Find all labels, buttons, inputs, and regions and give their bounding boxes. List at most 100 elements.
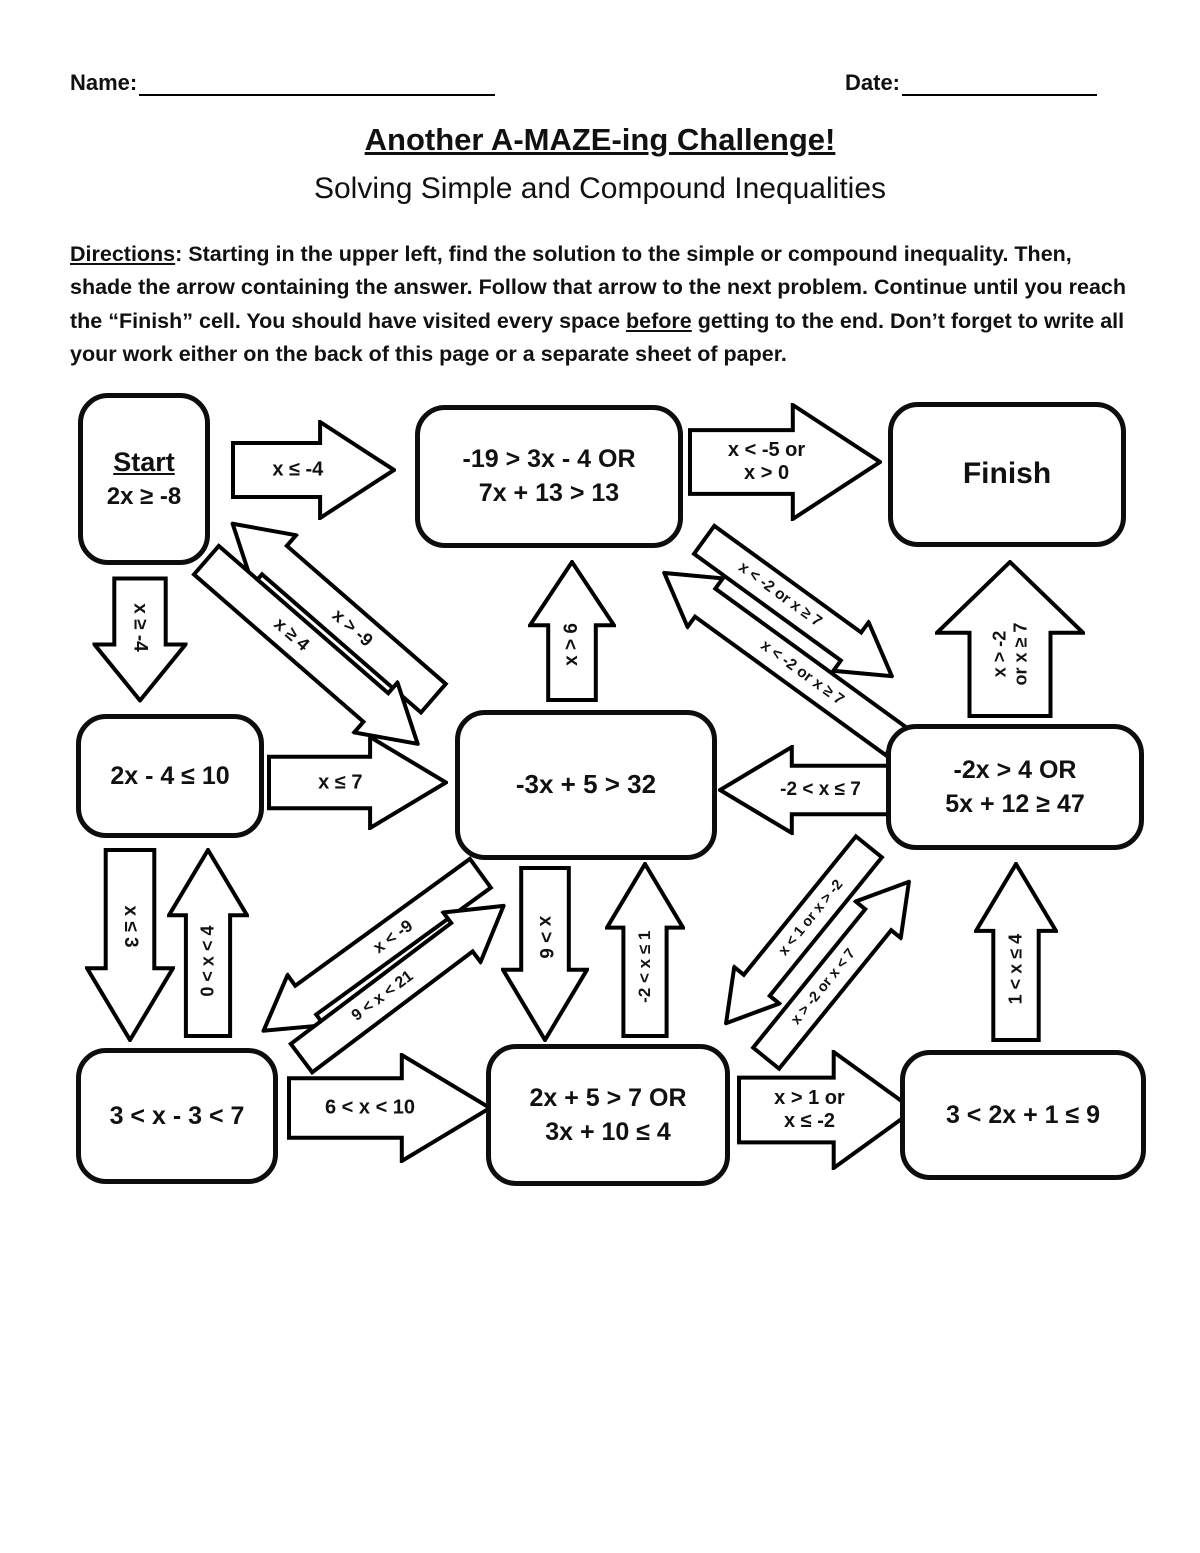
box-line: 3x + 10 ≤ 4 [545,1117,671,1146]
arrow-label: x ≤ 7 [318,771,363,793]
directions-text-2: getting to the end. Don’t forget to writ… [70,308,1125,366]
box-line: Start [113,447,175,478]
box-line: 5x + 12 ≥ 47 [945,789,1085,818]
page-subtitle: Solving Simple and Compound Inequalities [313,172,887,205]
maze-arrow-diagonal: x > -2 or x < 7 [741,861,935,1080]
arrow-shape [737,1050,916,1170]
maze-arrow-up: x > 6 [528,560,616,702]
name-label: Name: [70,70,138,95]
box-line: 3 < x - 3 < 7 [109,1101,245,1130]
arrow-label: -2 < x ≤ 1 [635,930,655,1003]
arrow-shape [260,856,494,1034]
maze-arrow-left: -2 < x ≤ 7 [718,745,890,835]
arrow-label: x ≥ -4 [129,603,151,652]
box-line: 2x + 5 > 7 OR [529,1083,687,1112]
arrow-label: -2 < x ≤ 7 [780,779,861,801]
arrow-shape [605,862,685,1038]
maze-arrow-diagonal: x ≥ 4 [182,532,442,771]
maze-box-problem: 2x + 5 > 7 OR 3x + 10 ≤ 4 [486,1044,730,1186]
maze-arrow-up: 0 < x < 4 [167,848,249,1038]
box-line: -3x + 5 > 32 [515,769,657,800]
arrow-shape [231,420,396,520]
maze-box-problem: -3x + 5 > 32 [455,710,717,860]
maze-arrow-down: x > 6 [501,866,589,1042]
maze-arrow-diagonal: x < -2 or x ≥ 7 [684,513,913,703]
arrow-label-line: x > 1 or [774,1087,845,1109]
maze-box-finish: Finish [888,402,1126,547]
box-line: 2x - 4 ≤ 10 [110,761,230,790]
arrow-shape [935,560,1085,718]
arrow-shape [85,848,175,1042]
maze-arrow-right: 6 < x < 10 [287,1053,492,1163]
arrow-shape [501,866,589,1042]
date-label: Date: [845,70,901,95]
maze-arrow-diagonal: 9 < x < 21 [280,878,525,1085]
arrow-shape [691,523,896,679]
maze-arrow-right: x ≤ 7 [267,735,448,830]
arrow-label: x > 6 [561,623,583,666]
maze-arrow-diagonal: x < 1 or x > -2 [701,826,895,1045]
arrow-label-line: x > 0 [744,462,790,484]
arrow-label: 1 < x ≤ 4 [1005,933,1026,1005]
directions-text-1: : Starting in the upper left, find the s… [70,242,1127,333]
arrow-shape [287,1053,492,1163]
maze-arrow-diagonal: x < -2 or x ≥ 7 [644,546,916,768]
maze-box-problem: 2x - 4 ≤ 10 [76,714,264,838]
arrow-label: x ≤ 3 [119,905,141,948]
arrow-label: x ≤ -4 [272,458,324,481]
maze-box-problem: 3 < x - 3 < 7 [76,1048,278,1184]
arrow-label: 0 < x < 4 [197,925,218,997]
arrow-shape [718,745,890,835]
box-line: -19 > 3x - 4 OR [462,445,636,474]
maze-arrow-diagonal: x > -9 [208,496,458,726]
arrow-shape [528,560,616,702]
arrow-label: x > 6 [534,915,556,959]
page-title-text: Another A-MAZE-ing Challenge! [364,122,836,157]
arrow-shape [661,570,909,758]
arrow-shape [92,576,188,703]
maze-arrow-diagonal: x < -9 [243,845,502,1058]
arrow-label-line: x > -2 [989,630,1010,678]
arrow-label-line: x < -5 or [727,439,806,461]
maze-arrow-down: x ≥ -4 [92,576,188,703]
name-field: Name: [70,70,495,96]
maze-box-problem: -2x > 4 OR 5x + 12 ≥ 47 [886,724,1144,850]
arrow-label-line: or x ≥ 7 [1010,622,1030,686]
maze-arrow-up: 1 < x ≤ 4 [974,862,1058,1042]
box-line: -2x > 4 OR [953,755,1077,784]
maze-box-problem: 3 < 2x + 1 ≤ 9 [900,1050,1146,1180]
name-blank-line [139,71,495,96]
arrow-label: x > -2 or x ≥ 7 [989,595,1030,714]
arrow-shape [267,735,448,830]
maze-box-problem: -19 > 3x - 4 OR 7x + 13 > 13 [415,405,683,548]
arrow-label: x > 1 or x ≤ -2 [742,1087,876,1133]
arrow-shape [723,833,885,1027]
arrow-shape [688,403,882,521]
maze-arrow-right: x > 1 or x ≤ -2 [737,1050,916,1170]
maze-arrow-up: -2 < x ≤ 1 [605,862,685,1038]
maze-arrow-right: x ≤ -4 [231,420,396,520]
maze-box-start: Start 2x ≥ -8 [78,393,210,565]
date-field: Date: [845,70,1097,96]
box-line: 3 < 2x + 1 ≤ 9 [945,1100,1101,1129]
date-blank-line [902,71,1097,96]
box-line: 2x ≥ -8 [106,483,182,511]
arrow-label: 6 < x < 10 [324,1096,416,1119]
directions-paragraph: Directions: Starting in the upper left, … [70,238,1132,371]
directions-emphasis: before [626,308,692,333]
arrow-shape [750,878,912,1072]
arrow-shape [191,543,421,747]
directions-label: Directions [70,242,176,266]
arrow-label: x < -5 or x > 0 [694,439,840,485]
page-title: Another A-MAZE-ing Challenge! [0,122,1200,158]
box-line: Finish [962,457,1052,491]
arrow-shape [974,862,1058,1042]
maze-arrow-up: x > -2 or x ≥ 7 [935,560,1085,718]
arrow-label-line: x ≤ -2 [783,1110,835,1132]
arrow-shape [167,848,249,1038]
maze-arrow-right: x < -5 or x > 0 [688,403,882,521]
arrow-shape [287,903,507,1076]
box-line: 7x + 13 > 13 [478,479,620,507]
maze-arrow-down: x ≤ 3 [85,848,175,1042]
